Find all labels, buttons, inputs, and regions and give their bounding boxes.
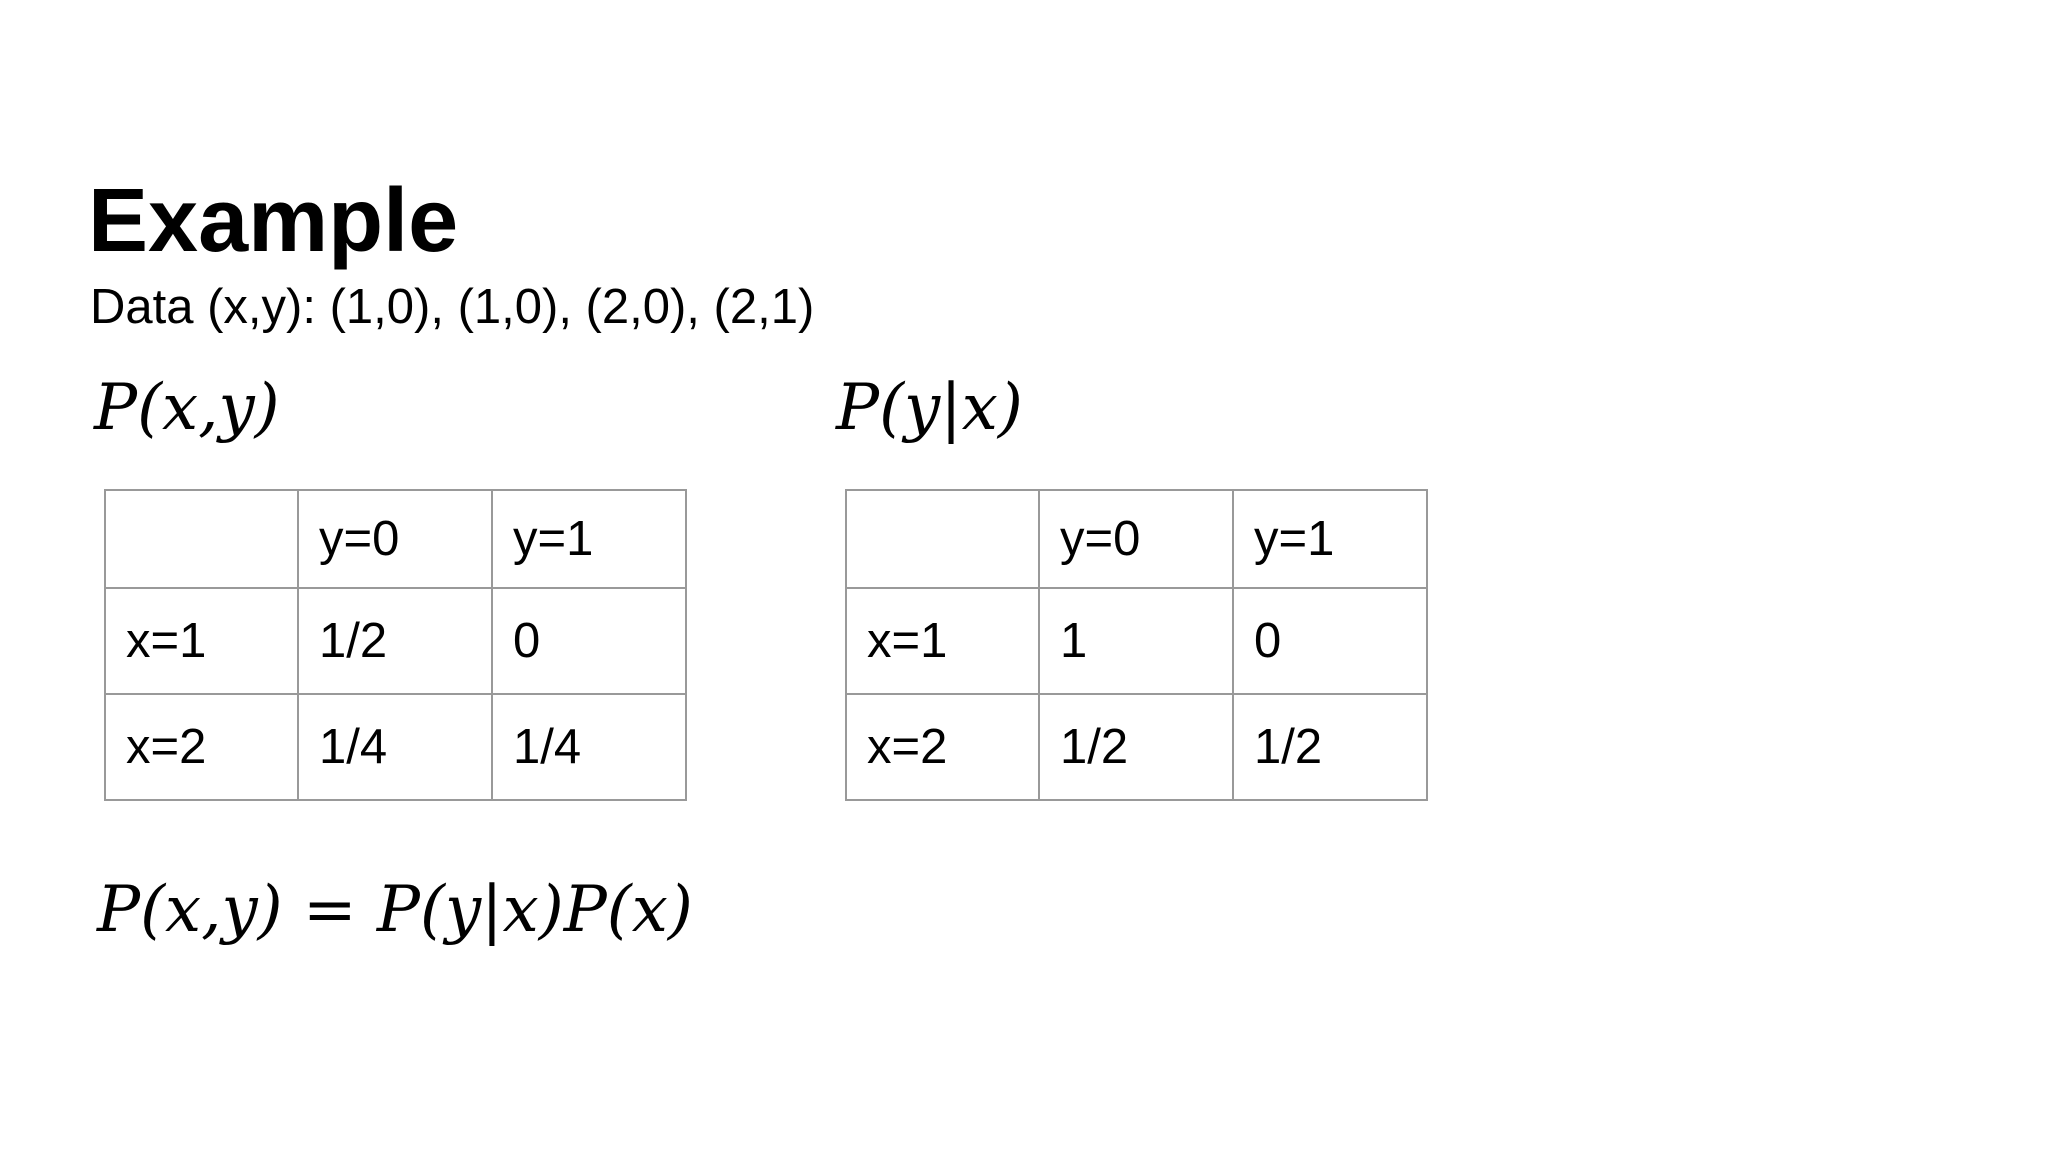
corner-cell: [845, 489, 1040, 589]
table-cell: 1/4: [297, 693, 493, 801]
table-cell: 1/2: [297, 587, 493, 695]
table-row: x=2 1/4 1/4: [104, 693, 687, 801]
col-header-y0: y=0: [297, 489, 493, 589]
conditional-probability-table: y=0 y=1 x=1 1 0 x=2 1/2 1/2: [845, 489, 1428, 801]
col-header-y1: y=1: [1232, 489, 1428, 589]
row-header-x2: x=2: [104, 693, 299, 801]
row-header-x2: x=2: [845, 693, 1040, 801]
table-row: y=0 y=1: [104, 489, 687, 589]
table-cell: 1: [1038, 587, 1234, 695]
table-row: x=2 1/2 1/2: [845, 693, 1428, 801]
row-header-x1: x=1: [845, 587, 1040, 695]
table-cell: 1/2: [1232, 693, 1428, 801]
slide-title: Example: [88, 171, 459, 272]
col-header-y1: y=1: [491, 489, 687, 589]
joint-distribution-label: P(x,y): [94, 371, 280, 445]
table-cell: 1/2: [1038, 693, 1234, 801]
conditional-distribution-label: P(y|x): [836, 371, 1023, 445]
table-cell: 1/4: [491, 693, 687, 801]
table-row: y=0 y=1: [845, 489, 1428, 589]
factorization-formula: P(x,y) = P(y|x)P(x): [97, 873, 693, 947]
corner-cell: [104, 489, 299, 589]
table-cell: 0: [1232, 587, 1428, 695]
joint-probability-table: y=0 y=1 x=1 1/2 0 x=2 1/4 1/4: [104, 489, 687, 801]
row-header-x1: x=1: [104, 587, 299, 695]
table-row: x=1 1/2 0: [104, 587, 687, 695]
table-cell: 0: [491, 587, 687, 695]
table-row: x=1 1 0: [845, 587, 1428, 695]
data-statement: Data (x,y): (1,0), (1,0), (2,0), (2,1): [90, 280, 815, 334]
col-header-y0: y=0: [1038, 489, 1234, 589]
